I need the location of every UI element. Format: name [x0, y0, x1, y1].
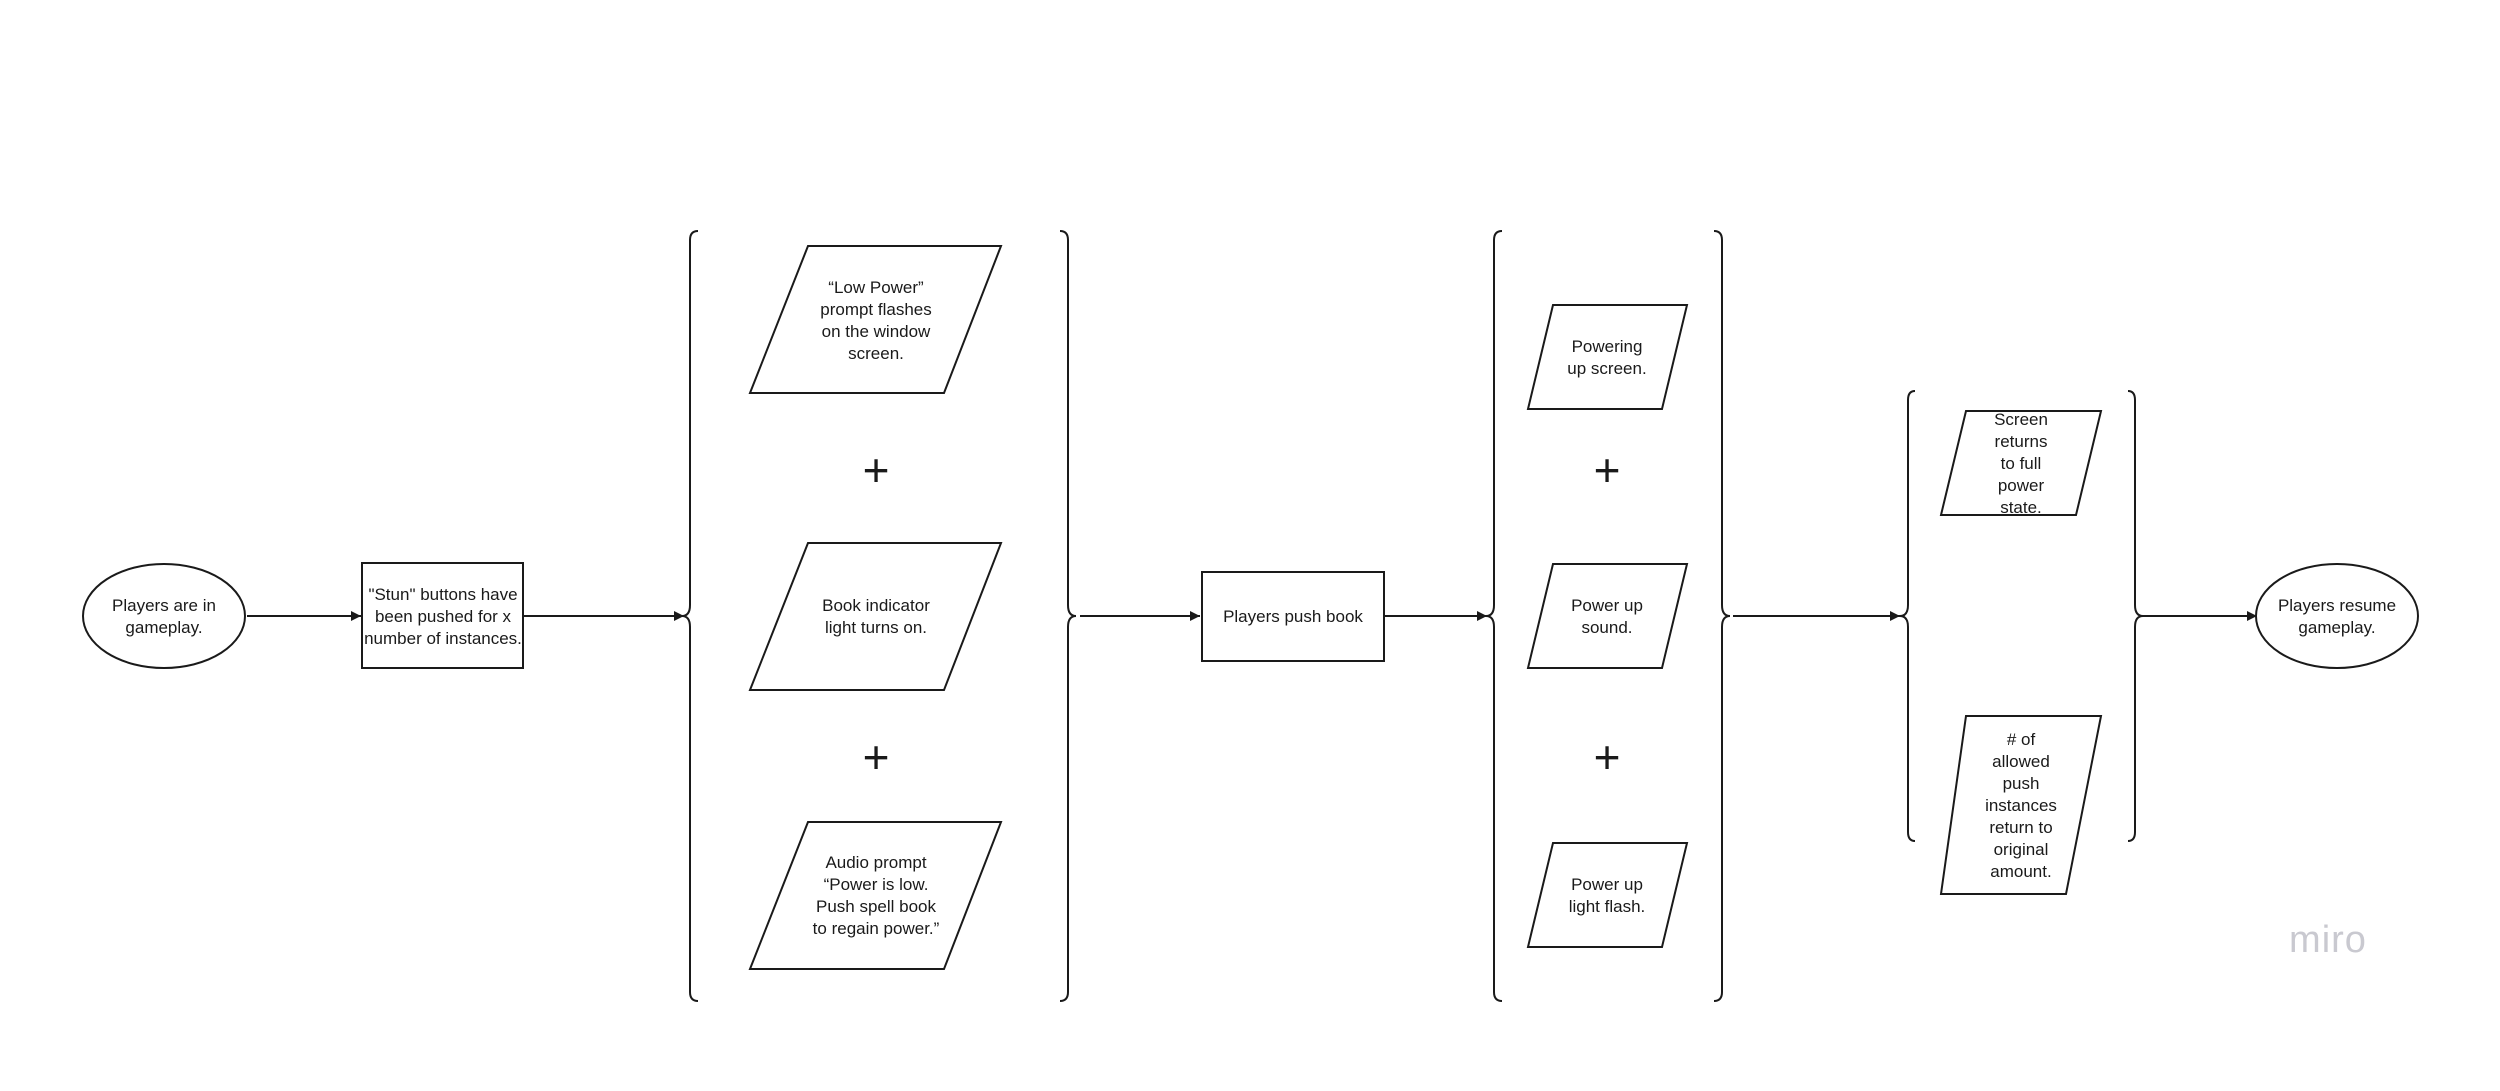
trigger-process-box[interactable] [361, 562, 524, 669]
end-terminal[interactable] [2255, 563, 2419, 669]
group1-plus-2: + [863, 731, 890, 783]
miro-watermark: miro [2289, 919, 2367, 961]
action-process-box[interactable] [1201, 571, 1385, 662]
group1-plus-1: + [863, 444, 890, 496]
group1-open-brace [681, 230, 699, 1002]
group3-item2-shape[interactable] [1939, 715, 2103, 895]
group2-plus-2: + [1594, 731, 1621, 783]
start-terminal[interactable] [82, 563, 246, 669]
group2-item1-shape[interactable] [1526, 304, 1689, 410]
group2-plus-1: + [1594, 444, 1621, 496]
group1-item3-label: Audio prompt“Power is low.Push spell boo… [813, 853, 940, 938]
group1-item1-shape[interactable] [748, 245, 1003, 394]
group2-item3-shape[interactable] [1526, 842, 1689, 948]
group2-close-brace [1713, 230, 1731, 1002]
group3-close-brace [2127, 390, 2144, 842]
group3-open-brace [1899, 390, 1916, 842]
group2-open-brace [1485, 230, 1503, 1002]
action-label: Players push book [1223, 607, 1363, 626]
group1-close-brace [1059, 230, 1077, 1002]
group1-item2-shape[interactable] [748, 542, 1003, 691]
group2-item2-shape[interactable] [1526, 563, 1689, 669]
group1-item3-shape[interactable] [748, 821, 1003, 970]
group3-item1-shape[interactable] [1939, 410, 2103, 516]
